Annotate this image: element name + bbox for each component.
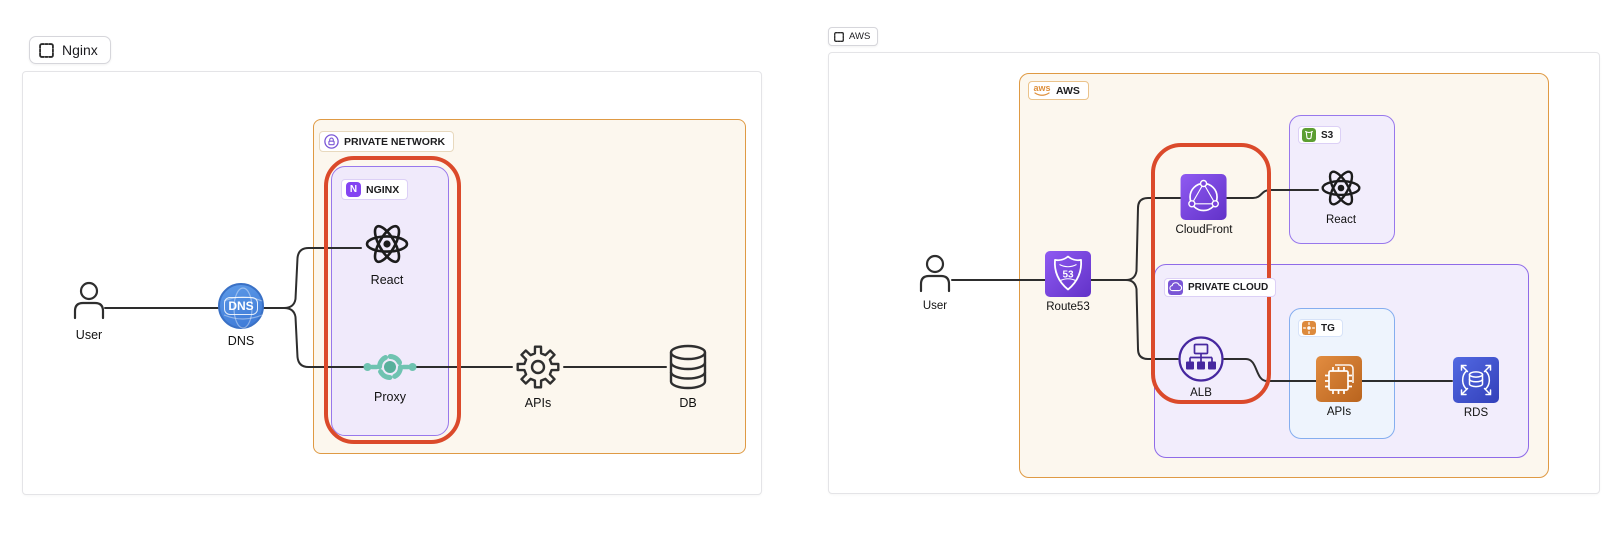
node-react-label: React (370, 273, 404, 287)
node-react[interactable]: React (1319, 166, 1363, 226)
proxy-icon (363, 354, 417, 380)
badge-private-network-label: PRIVATE NETWORK (344, 135, 446, 148)
route53-icon-text: 53 (1062, 270, 1074, 281)
nginx-icon: N (346, 182, 361, 197)
badge-nginx: N NGINX (341, 179, 409, 200)
node-user[interactable]: User (72, 280, 106, 342)
gear-icon (516, 345, 560, 389)
alb-icon (1178, 336, 1224, 382)
user-icon (73, 281, 105, 320)
route53-icon: 53 (1045, 251, 1091, 297)
node-db-label: DB (679, 396, 697, 410)
badge-nginx-label: NGINX (366, 183, 400, 196)
s3-icon (1302, 128, 1316, 142)
badge-private-network: PRIVATE NETWORK (319, 131, 455, 152)
aws-apis-icon (1316, 356, 1362, 402)
react-icon (365, 224, 409, 264)
tab-aws-label: AWS (849, 31, 871, 42)
react-icon (1321, 170, 1361, 206)
node-apis-label: APIs (1326, 406, 1352, 418)
badge-private-cloud-label: PRIVATE CLOUD (1188, 282, 1269, 293)
badge-s3: S3 (1298, 126, 1342, 144)
node-rds-label: RDS (1463, 407, 1489, 419)
node-user-label: User (75, 328, 103, 342)
target-group-icon (1302, 321, 1316, 335)
badge-tg: TG (1298, 319, 1343, 337)
node-apis-label: APIs (524, 396, 552, 410)
badge-tg-label: TG (1321, 322, 1335, 334)
lock-icon (324, 134, 339, 149)
node-route53-label: Route53 (1046, 301, 1090, 313)
nginx-diagram-canvas[interactable]: PRIVATE NETWORK N NGINX User DNS DNS (22, 71, 762, 495)
cloudfront-icon (1180, 174, 1227, 220)
node-cloudfront-label: CloudFront (1175, 224, 1233, 236)
badge-aws: aws AWS (1028, 81, 1089, 100)
aws-logo-icon: aws (1033, 84, 1051, 97)
node-apis[interactable]: APIs (514, 343, 562, 410)
node-alb[interactable]: ALB (1177, 335, 1225, 399)
dns-icon: DNS (218, 283, 264, 329)
node-dns-label: DNS (227, 334, 255, 348)
node-react-label: React (1325, 214, 1357, 226)
frame-selection-icon (39, 42, 54, 58)
cloud-icon (1168, 280, 1183, 295)
user-icon (919, 254, 951, 293)
tab-nginx[interactable]: Nginx (29, 36, 111, 64)
badge-aws-label: AWS (1056, 84, 1080, 97)
node-user-label: User (922, 300, 948, 312)
node-dns[interactable]: DNS DNS (218, 283, 264, 348)
node-rds[interactable]: RDS (1453, 357, 1499, 419)
tab-aws[interactable]: AWS (828, 27, 879, 46)
node-apis[interactable]: APIs (1316, 356, 1362, 418)
badge-private-cloud: PRIVATE CLOUD (1164, 278, 1277, 297)
frame-selection-icon (834, 31, 844, 42)
node-user[interactable]: User (918, 253, 952, 312)
node-route53[interactable]: 53 Route53 (1045, 251, 1091, 313)
node-proxy-label: Proxy (374, 390, 406, 404)
database-icon (669, 344, 707, 390)
node-proxy[interactable]: Proxy (362, 349, 418, 404)
aws-diagram-canvas[interactable]: aws AWS S3 PRIVATE CLOUD TG (828, 52, 1600, 494)
dns-icon-text: DNS (224, 297, 258, 315)
node-alb-label: ALB (1190, 387, 1212, 399)
node-react[interactable]: React (363, 220, 411, 287)
tab-nginx-label: Nginx (62, 42, 98, 58)
badge-s3-label: S3 (1321, 129, 1334, 141)
rds-icon (1453, 357, 1499, 403)
node-cloudfront[interactable]: CloudFront (1175, 174, 1233, 236)
node-db[interactable]: DB (666, 343, 710, 410)
